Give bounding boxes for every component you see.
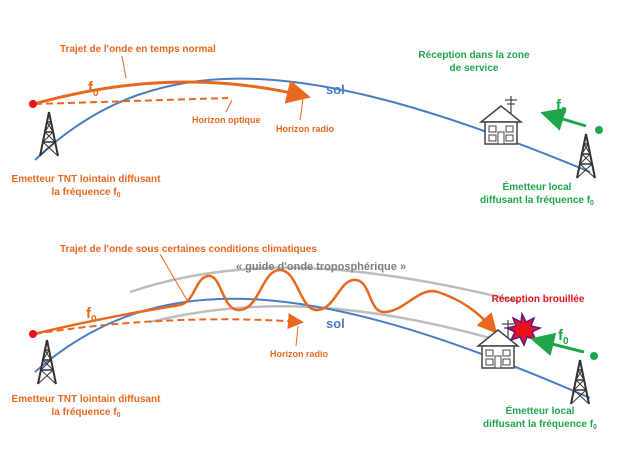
radio-horizon-pointer	[299, 98, 304, 121]
remote-emitter-label-line1: Emetteur TNT lointain diffusant	[12, 394, 162, 405]
local-emitter-dot	[595, 126, 603, 134]
radio-horizon-label: Horizon radio	[270, 349, 329, 359]
ground-curve	[34, 77, 591, 173]
wave-path-label: Trajet de l'onde sous certaines conditio…	[60, 244, 317, 255]
remote-emitter-label-line2: la fréquence f0	[52, 407, 121, 419]
reception-label-line2: de service	[450, 63, 499, 74]
remote-emitter-dot	[29, 100, 37, 108]
local-emitter-label-line2: diffusant la fréquence f0	[483, 419, 597, 431]
remote-emitter-label-line1: Emetteur TNT lointain diffusant	[12, 174, 162, 185]
optical-horizon-pointer	[225, 99, 233, 113]
reception-label-line1: Réception dans la zone	[418, 50, 530, 61]
optical-horizon-line	[34, 97, 229, 105]
radio-horizon-label: Horizon radio	[276, 124, 335, 134]
panel-top: Trajet de l'onde en temps normal f0 sol …	[12, 44, 603, 207]
wave-path-ducted	[33, 268, 498, 336]
panel-bottom: Trajet de l'onde sous certaines conditio…	[12, 244, 598, 431]
local-emitter-label-line1: Émetteur local	[503, 180, 572, 193]
duct-label: « guide d'onde troposphérique »	[236, 261, 406, 273]
freq-label: f0	[86, 305, 97, 325]
local-signal-arrow	[540, 107, 587, 131]
wave-path-normal	[33, 80, 311, 106]
remote-tower-icon	[39, 111, 59, 157]
remote-emitter-label-line2: la fréquence f0	[52, 187, 121, 199]
local-emitter-label-line2: diffusant la fréquence f0	[480, 195, 594, 207]
freq-label: f0	[88, 79, 99, 99]
reception-label: Réception brouillée	[492, 294, 585, 305]
local-signal-arrow	[530, 332, 585, 357]
radio-horizon-line	[34, 313, 304, 335]
interference-burst-icon	[504, 311, 543, 347]
local-freq-label: f0	[558, 327, 569, 347]
local-emitter-dot	[590, 352, 598, 360]
local-freq-label: f0	[556, 97, 567, 117]
duct-lower-curve	[149, 305, 491, 340]
radio-horizon-pointer	[295, 325, 299, 347]
ground-label: sol	[326, 316, 345, 331]
local-emitter-label-line1: Émetteur local	[506, 404, 575, 417]
remote-emitter-dot	[29, 330, 37, 338]
wave-label-pointer	[159, 253, 189, 303]
optical-horizon-label: Horizon optique	[192, 115, 261, 125]
wave-label-pointer	[121, 55, 127, 79]
wave-path-label: Trajet de l'onde en temps normal	[60, 44, 216, 55]
ground-label: sol	[326, 82, 345, 97]
house-icon	[480, 95, 522, 145]
